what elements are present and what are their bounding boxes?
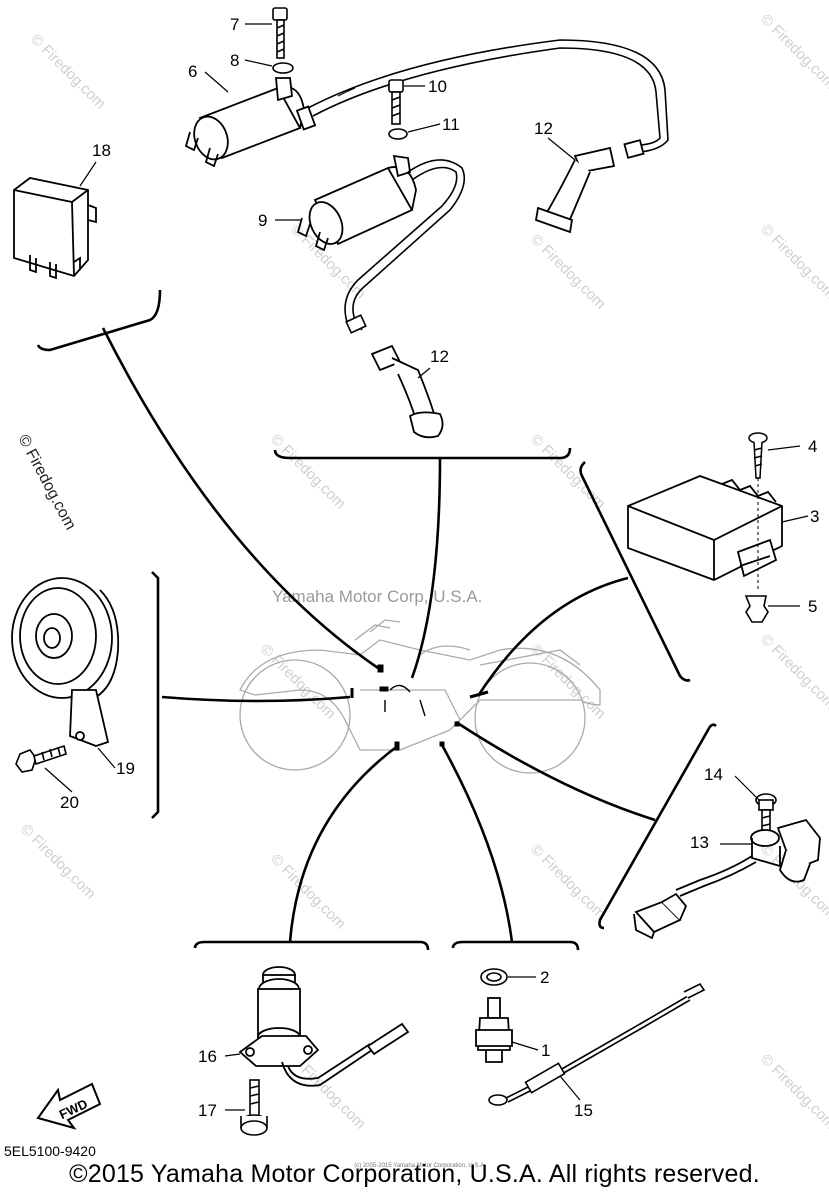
watermark-4: © Firedog.com bbox=[527, 231, 609, 313]
bracket-13 bbox=[598, 723, 717, 930]
motorcycle-silhouette bbox=[239, 619, 601, 774]
callout-14: 14 bbox=[704, 765, 723, 784]
callout-12-middle: 12 bbox=[430, 347, 449, 366]
callout-numbers: 7 8 6 10 11 12 18 9 12 4 3 5 19 20 14 13… bbox=[60, 15, 819, 1120]
spark-lead-top bbox=[307, 39, 669, 153]
callout-11: 11 bbox=[442, 115, 460, 134]
spark-lead-middle bbox=[344, 159, 466, 334]
spark-plug-cap-middle bbox=[370, 344, 444, 439]
screw-4 bbox=[748, 432, 768, 590]
location-markers bbox=[350, 664, 489, 751]
callout-8: 8 bbox=[230, 51, 239, 70]
bracket-3 bbox=[579, 461, 691, 682]
callout-20: 20 bbox=[60, 793, 79, 812]
callout-10: 10 bbox=[428, 77, 447, 96]
callout-leaders bbox=[44, 23, 809, 1111]
watermark-center: Yamaha Motor Corp, U.S.A. bbox=[272, 587, 482, 606]
callout-13: 13 bbox=[690, 833, 709, 852]
watermark-10: © Firedog.com bbox=[757, 631, 829, 713]
callout-6: 6 bbox=[188, 62, 197, 81]
callout-5: 5 bbox=[808, 597, 817, 616]
callout-7: 7 bbox=[230, 15, 239, 34]
group-brackets bbox=[36, 289, 717, 951]
switch-1 bbox=[475, 997, 513, 1063]
callout-2: 2 bbox=[540, 968, 549, 987]
watermark-16: © Firedog.com bbox=[757, 1051, 829, 1133]
cdi-unit bbox=[627, 475, 783, 581]
switch-16 bbox=[238, 966, 410, 1087]
callout-1: 1 bbox=[541, 1041, 550, 1060]
watermark-11: © Firedog.com bbox=[17, 821, 99, 903]
fwd-arrow: FWD bbox=[36, 1082, 102, 1130]
spark-plug-cap-top bbox=[534, 139, 645, 234]
callout-4: 4 bbox=[808, 437, 817, 456]
watermark-7: © Firedog.com bbox=[757, 221, 829, 303]
callout-16: 16 bbox=[198, 1047, 217, 1066]
callout-3: 3 bbox=[810, 507, 819, 526]
bolt-20 bbox=[15, 744, 67, 773]
callout-18: 18 bbox=[92, 141, 111, 160]
copyright-notice: ©2015 Yamaha Motor Corporation, U.S.A. A… bbox=[69, 1160, 760, 1188]
watermark-5: © Firedog.com bbox=[267, 431, 349, 513]
washer-8 bbox=[272, 62, 294, 74]
horn bbox=[11, 577, 120, 747]
watermark-2: © Firedog.com bbox=[757, 11, 829, 93]
bolt-7 bbox=[272, 7, 288, 59]
gasket-2 bbox=[480, 968, 508, 986]
bracket-1 bbox=[451, 940, 580, 951]
sensor-13 bbox=[675, 818, 821, 897]
bolt-10 bbox=[388, 79, 404, 125]
watermark-8: © Firedog.com bbox=[257, 641, 339, 723]
relay-unit bbox=[13, 177, 97, 280]
ignition-coil-2 bbox=[296, 154, 417, 252]
callout-15: 15 bbox=[574, 1101, 593, 1120]
leader-lines bbox=[101, 327, 656, 943]
part-code: 5EL5100-9420 bbox=[4, 1143, 96, 1159]
watermark-side: © Firedog.com bbox=[14, 432, 78, 533]
bolt-14 bbox=[755, 793, 777, 843]
tiny-copyright: (c) 2005-2015 Yamaha Motor Corporation, … bbox=[354, 1163, 486, 1169]
watermark-13: © Firedog.com bbox=[527, 841, 609, 923]
lead-wire-15 bbox=[488, 982, 706, 1106]
callout-12-top: 12 bbox=[534, 119, 553, 138]
watermark-6: © Firedog.com bbox=[527, 431, 609, 513]
bracket-19 bbox=[151, 571, 160, 819]
callout-19: 19 bbox=[116, 759, 135, 778]
washer-11 bbox=[388, 128, 408, 140]
watermark-9: © Firedog.com bbox=[527, 641, 609, 723]
connector-13 bbox=[633, 892, 688, 940]
grommet-5 bbox=[744, 595, 769, 623]
bracket-16 bbox=[193, 940, 430, 951]
callout-17: 17 bbox=[198, 1101, 217, 1120]
ignition-coil-1 bbox=[184, 77, 317, 168]
callout-9: 9 bbox=[258, 211, 267, 230]
bracket-18 bbox=[36, 289, 162, 352]
bolt-17 bbox=[240, 1079, 268, 1136]
bracket-ignition bbox=[273, 447, 572, 460]
watermark-1: © Firedog.com bbox=[27, 31, 109, 113]
